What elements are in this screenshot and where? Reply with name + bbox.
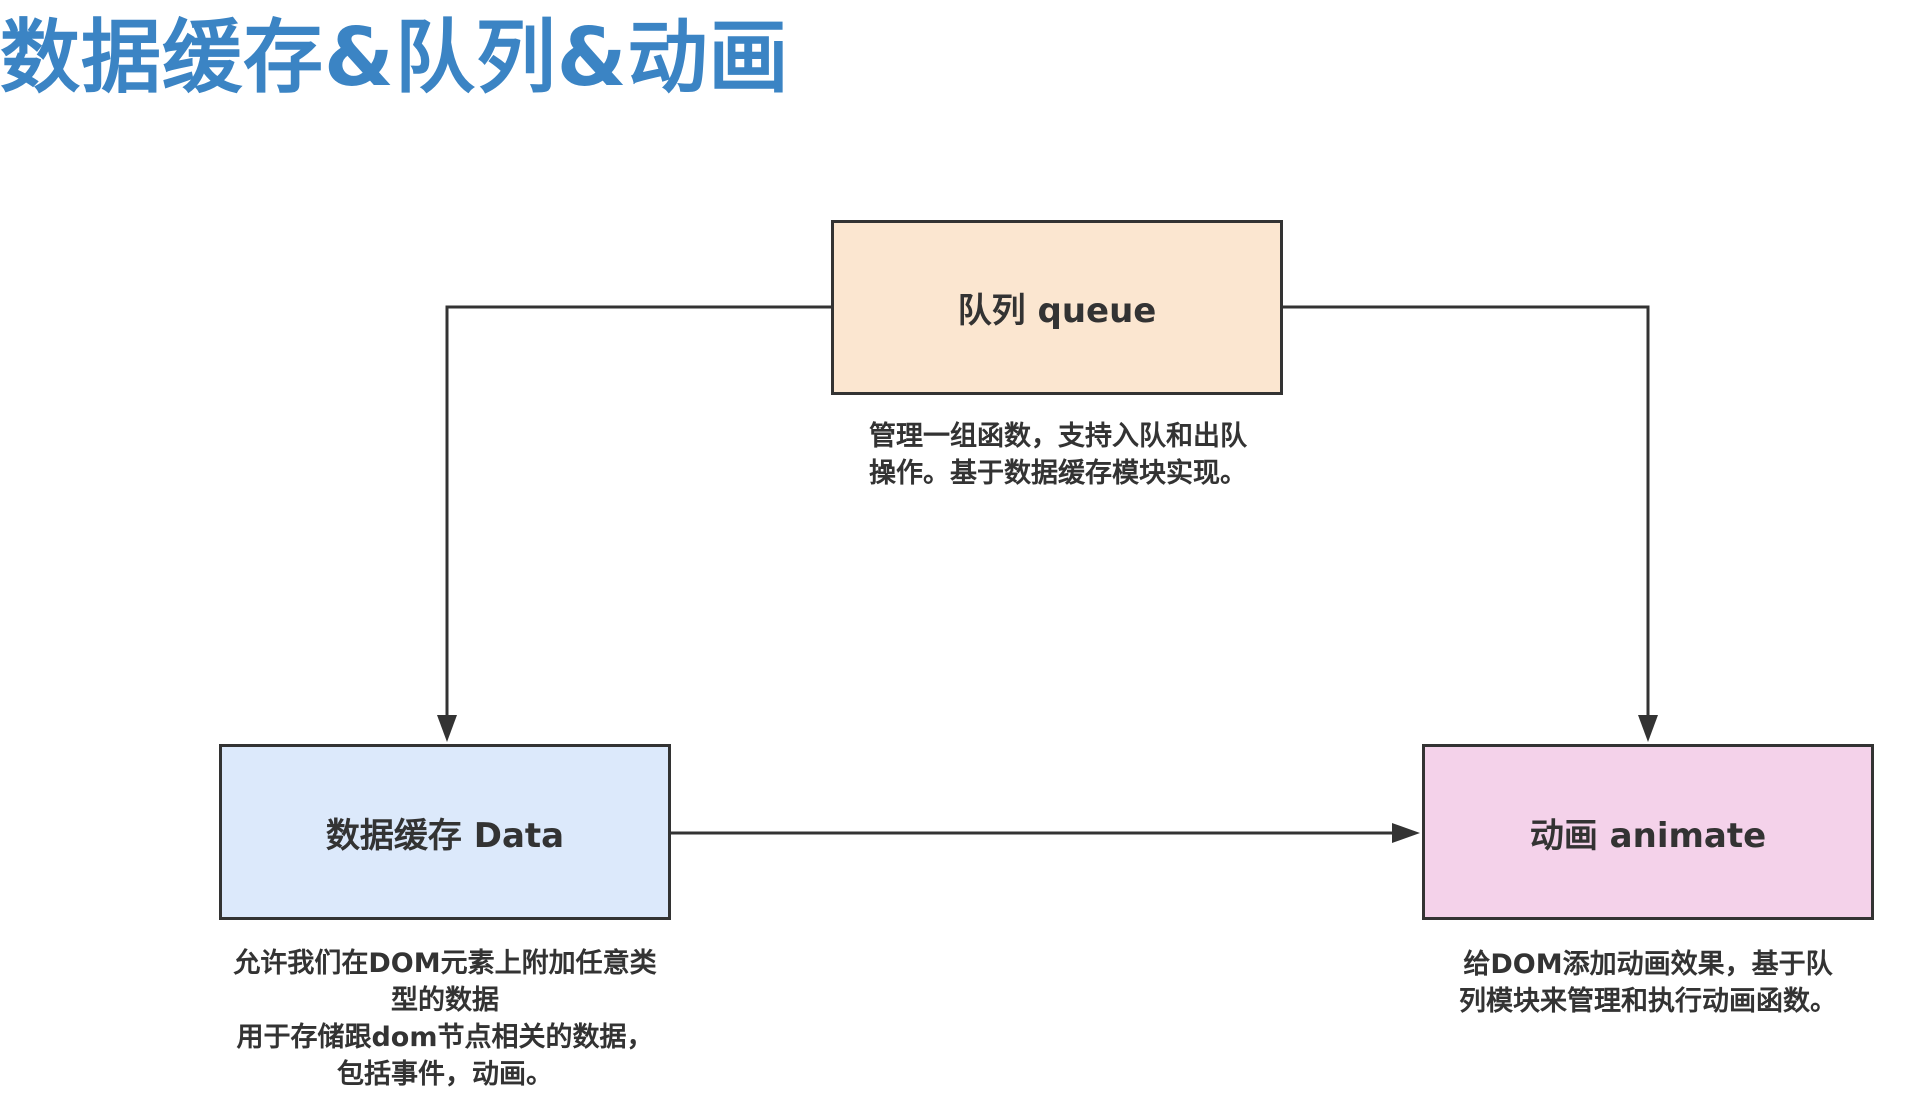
node-data[interactable]: 数据缓存 Data	[219, 744, 671, 920]
node-animate-label: 动画 animate	[1529, 815, 1767, 856]
caption-data-line: 型的数据	[391, 985, 499, 1016]
caption-data-line: 用于存储跟dom节点相关的数据，	[236, 1022, 654, 1053]
caption-animate-line: 给DOM添加动画效果，基于队	[1463, 949, 1833, 980]
caption-animate-line: 列模块来管理和执行动画函数。	[1459, 986, 1837, 1017]
caption-queue-line: 管理一组函数，支持入队和出队	[869, 421, 1247, 452]
edge-queue-to-animate	[1283, 305, 1650, 718]
node-data-label: 数据缓存 Data	[325, 815, 565, 856]
node-queue[interactable]: 队列 queue	[831, 220, 1283, 395]
edge-queue-to-data	[445, 305, 831, 718]
caption-queue-line: 操作。基于数据缓存模块实现。	[869, 458, 1247, 489]
caption-animate: 给DOM添加动画效果，基于队 列模块来管理和执行动画函数。	[1400, 946, 1896, 1020]
node-queue-label: 队列 queue	[957, 291, 1157, 331]
caption-queue: 管理一组函数，支持入队和出队 操作。基于数据缓存模块实现。	[869, 418, 1247, 492]
page-title: 数据缓存&队列&动画	[0, 11, 790, 104]
arrowhead-to-data	[437, 715, 457, 742]
arrowhead-to-animate-horizontal	[1392, 823, 1420, 843]
caption-data-line: 包括事件，动画。	[337, 1059, 553, 1090]
caption-data: 允许我们在DOM元素上附加任意类 型的数据 用于存储跟dom节点相关的数据， 包…	[140, 945, 750, 1093]
node-animate[interactable]: 动画 animate	[1422, 744, 1874, 920]
arrowhead-to-animate	[1638, 715, 1658, 742]
caption-data-line: 允许我们在DOM元素上附加任意类	[233, 948, 657, 979]
